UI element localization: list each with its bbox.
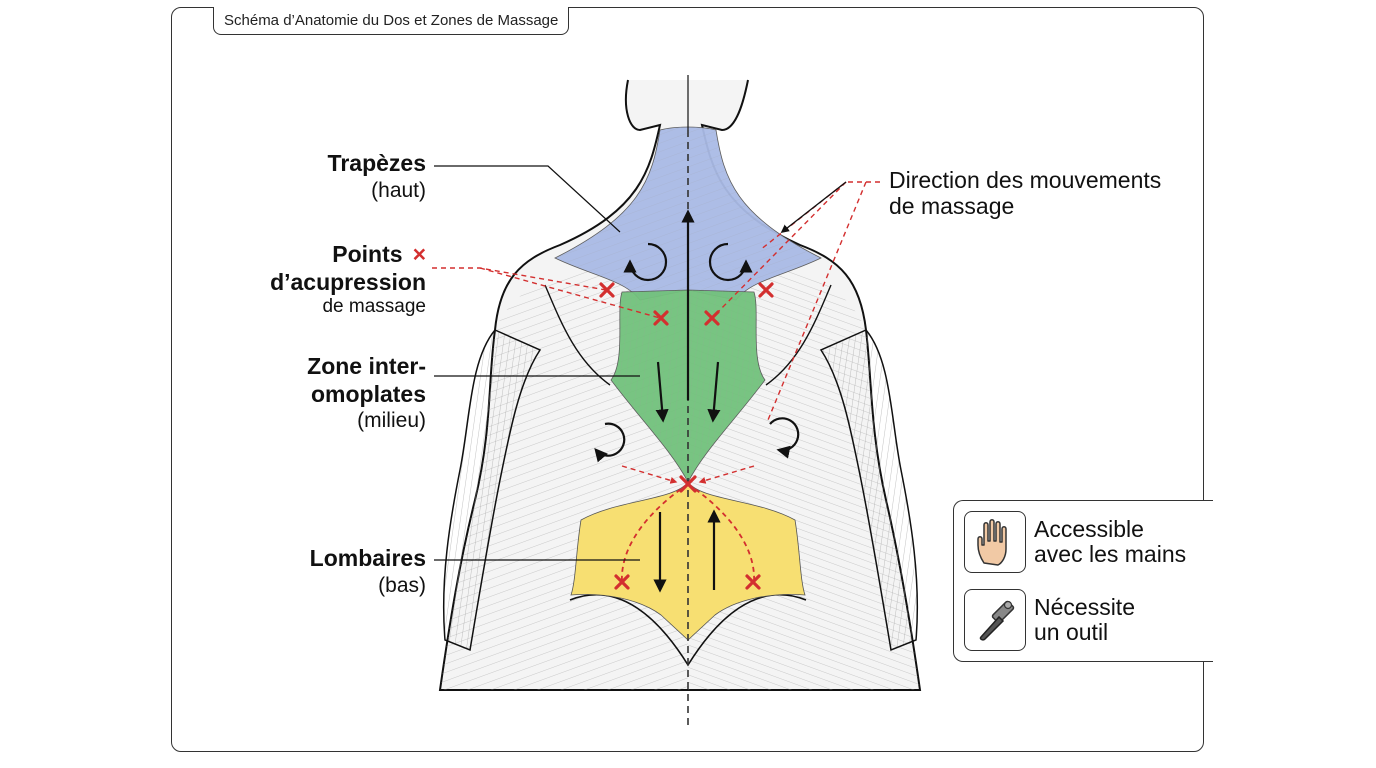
label-direction: Direction des mouvements de massage — [889, 167, 1162, 220]
legend-tool-line1: Nécessite — [1034, 593, 1135, 620]
inter-name-line2: omoplates — [310, 380, 426, 407]
circular-arrow-mid-right — [769, 417, 800, 459]
acupressure-leaders — [432, 267, 755, 484]
inter-name-line1: Zone inter- — [307, 353, 426, 379]
acupressure-point — [653, 310, 669, 326]
acupressure-point — [614, 574, 630, 590]
acupressure-point — [758, 282, 774, 298]
acupressure-points — [599, 282, 774, 590]
label-trapezes: Trapèzes (haut) — [226, 150, 426, 203]
diagram-frame — [171, 7, 1204, 752]
acupressure-point — [679, 475, 697, 493]
lombaires-detail: (bas) — [378, 573, 426, 597]
leader-lines — [434, 165, 640, 561]
trapezes-name: Trapèzes — [327, 150, 426, 176]
direction-line2: de massage — [889, 192, 1015, 219]
circular-arrow-trap-right — [708, 242, 753, 282]
hand-icon — [964, 511, 1026, 573]
acupressure-point — [599, 282, 615, 298]
acupressure-marker-icon: × — [412, 241, 426, 267]
legend-item-hands: Accessible avec les mains — [964, 511, 1186, 573]
points-name-line1: Points — [332, 241, 403, 267]
legend-item-tool: Nécessite un outil — [964, 589, 1135, 651]
trapezes-leader — [434, 165, 621, 233]
lombaires-name: Lombaires — [309, 545, 426, 571]
label-inter-omoplates: Zone inter- omoplates (milieu) — [206, 353, 426, 433]
movement-arrows — [594, 209, 800, 593]
inter-arrow-right — [707, 361, 721, 423]
legend-hands-line1: Accessible — [1034, 515, 1144, 542]
circular-arrow-mid-left — [594, 422, 626, 463]
right-arm — [819, 329, 919, 652]
label-acupressure: Points × d’acupression de massage — [206, 241, 426, 319]
direction-leaders — [711, 181, 880, 421]
points-detail: de massage — [322, 296, 426, 318]
left-arm — [442, 329, 542, 652]
acupressure-point — [745, 574, 761, 590]
inter-arrow-left — [655, 361, 669, 423]
circular-arrow-trap-left — [623, 242, 668, 282]
massage-tool-icon — [964, 589, 1026, 651]
points-name-line2: d’acupression — [270, 268, 426, 295]
trapezes-detail: (haut) — [371, 178, 426, 202]
lombaires-outline — [621, 483, 755, 583]
inter-detail: (milieu) — [357, 409, 426, 433]
direction-line1: Direction des mouvements — [889, 167, 1162, 193]
diagram-title: Schéma d’Anatomie du Dos et Zones de Mas… — [213, 7, 570, 35]
label-lombaires: Lombaires (bas) — [226, 545, 426, 598]
legend-tool-line2: un outil — [1034, 619, 1109, 645]
right-shoulder-blade — [765, 284, 832, 386]
legend-hands-line2: avec les mains — [1034, 541, 1187, 567]
acupressure-point — [704, 310, 720, 326]
legend: Accessible avec les mains Nécessite un o… — [953, 500, 1213, 662]
